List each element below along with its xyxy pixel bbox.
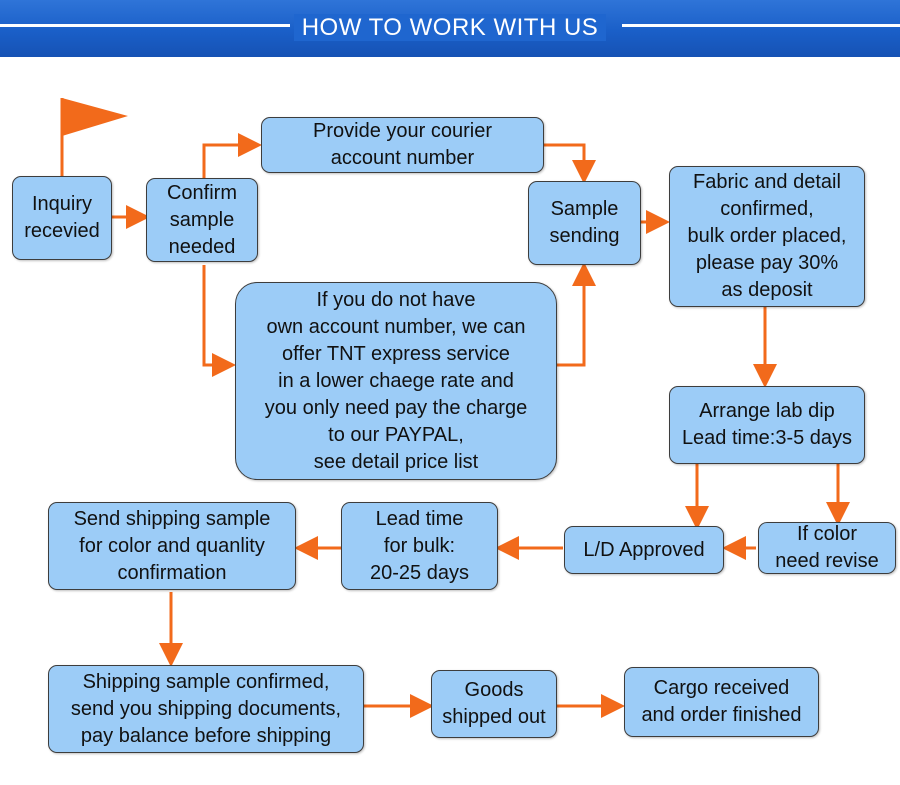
step-inquiry-received: Inquiry recevied <box>12 176 112 260</box>
step-shipping-confirmed: Shipping sample confirmed, send you ship… <box>48 665 364 753</box>
step-lab-dip: Arrange lab dip Lead time:3-5 days <box>669 386 865 464</box>
arrow-courier-to-sample <box>544 143 596 184</box>
header-right-rule <box>622 24 900 27</box>
step-ld-approved: L/D Approved <box>564 526 724 574</box>
step-goods-shipped: Goods shipped out <box>431 670 557 738</box>
page-title: HOW TO WORK WITH US <box>0 14 900 42</box>
step-confirm-sample: Confirm sample needed <box>146 178 258 262</box>
step-lead-time-bulk: Lead time for bulk: 20-25 days <box>341 502 498 590</box>
header-left-rule <box>0 24 290 27</box>
step-sample-sending: Sample sending <box>528 181 641 265</box>
flag-icon <box>60 98 128 178</box>
step-color-revise: If color need revise <box>758 522 896 574</box>
step-courier-account: Provide your courier account number <box>261 117 544 173</box>
step-cargo-received: Cargo received and order finished <box>624 667 819 737</box>
step-tnt-offer: If you do not have own account number, w… <box>235 282 557 480</box>
arrow-confirm-to-courier <box>202 133 262 178</box>
arrow-confirm-to-tnt <box>202 265 236 377</box>
header-banner: HOW TO WORK WITH US <box>0 0 900 57</box>
step-shipping-sample: Send shipping sample for color and quanl… <box>48 502 296 590</box>
step-fabric-confirmed: Fabric and detail confirmed, bulk order … <box>669 166 865 307</box>
page-title-text: HOW TO WORK WITH US <box>293 14 607 41</box>
arrow-tnt-to-sample <box>557 262 596 367</box>
